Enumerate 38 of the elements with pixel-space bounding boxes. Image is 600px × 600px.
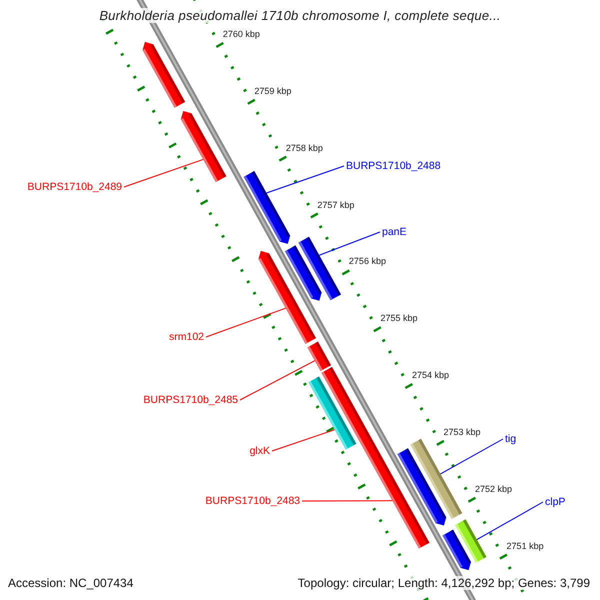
- scale-label: 2758 kbp: [286, 142, 323, 154]
- leader-line: [440, 438, 504, 474]
- gene-label: glxK: [250, 445, 270, 457]
- leader-line: [318, 232, 380, 256]
- leader-line: [272, 429, 336, 452]
- gene-label: BURPS1710b_2483: [205, 495, 300, 507]
- scale-label: 2757 kbp: [317, 200, 354, 211]
- gene-label: BURPS1710b_2488: [346, 160, 441, 172]
- scale-label: 2753 kbp: [444, 427, 481, 438]
- gene-label: BURPS1710b_2489: [27, 181, 122, 193]
- gene-bar: [308, 376, 356, 450]
- gene-block: [142, 42, 186, 108]
- gene-label: srm102: [168, 331, 204, 343]
- scale-label: 2754 kbp: [412, 370, 450, 382]
- gene-label: panE: [382, 226, 407, 238]
- scale-label: 2756 kbp: [348, 256, 386, 268]
- accession-text: Accession: NC_007434: [8, 576, 134, 590]
- summary-text: Topology: circular; Length: 4,126,292 bp; Genes: 3,799: [298, 576, 590, 590]
- scale-label: 2760 kbp: [222, 28, 260, 40]
- leader-line: [266, 166, 344, 194]
- gene-block: [397, 448, 446, 526]
- scale-label: 2759 kbp: [254, 86, 292, 97]
- gene-bar: [307, 342, 331, 371]
- gene-block: [442, 530, 471, 570]
- leader-line: [240, 360, 316, 400]
- gene-label: BURPS1710b_2485: [143, 394, 238, 406]
- leader-line: [124, 158, 204, 188]
- gene-label: tig: [505, 433, 516, 445]
- gene-label: clpP: [545, 496, 566, 508]
- scale-label: 2751 kbp: [506, 540, 544, 552]
- gene-block: [284, 245, 322, 301]
- scale-label: 2752 kbp: [475, 484, 512, 495]
- scale-label: 2755 kbp: [380, 313, 418, 324]
- gene-block: [244, 171, 290, 244]
- gene-block: [180, 110, 226, 182]
- leader-line: [476, 502, 544, 540]
- leader-line: [206, 308, 286, 338]
- leader-line: [302, 500, 393, 502]
